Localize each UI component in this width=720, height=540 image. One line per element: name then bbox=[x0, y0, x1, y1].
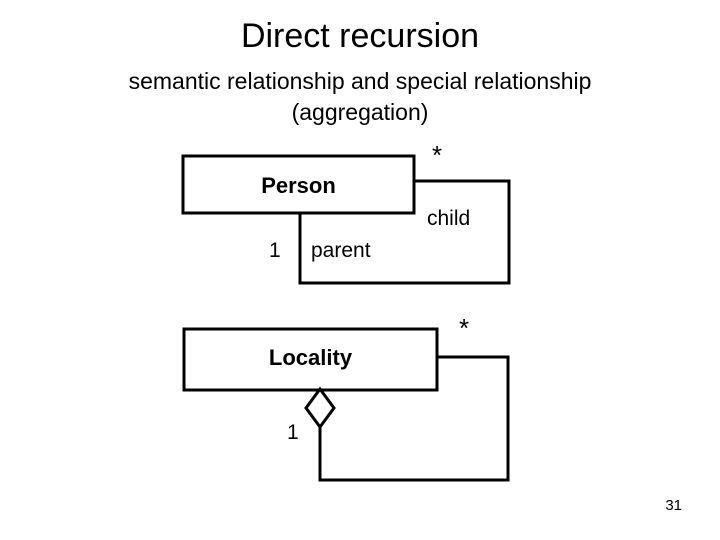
person-parent-role-label: parent bbox=[311, 239, 371, 262]
person-recursion-loop bbox=[298, 179, 511, 285]
locality-entity-label: Locality bbox=[268, 345, 353, 370]
person-child-role-label: child bbox=[427, 207, 471, 230]
locality-class-box[interactable] bbox=[182, 327, 439, 392]
locality-star-multiplicity: * bbox=[459, 313, 470, 343]
page-subtitle: semantic relationship and special relati… bbox=[40, 66, 680, 128]
subtitle-line-1: semantic relationship and special relati… bbox=[128, 68, 592, 94]
locality-one-multiplicity: 1 bbox=[287, 421, 299, 444]
locality-diagram bbox=[182, 327, 510, 482]
person-parent-multiplicity: 1 bbox=[269, 239, 281, 262]
person-class-box[interactable] bbox=[181, 154, 416, 215]
aggregation-diamond-icon bbox=[304, 386, 336, 430]
person-diagram bbox=[181, 154, 511, 285]
locality-recursion-loop bbox=[318, 355, 510, 482]
page-title: Direct recursion bbox=[240, 17, 480, 55]
subtitle-line-2: (aggregation) bbox=[291, 99, 429, 125]
page-number: 31 bbox=[665, 497, 682, 514]
person-entity-label: Person bbox=[261, 173, 336, 198]
person-child-multiplicity: * bbox=[432, 140, 443, 170]
